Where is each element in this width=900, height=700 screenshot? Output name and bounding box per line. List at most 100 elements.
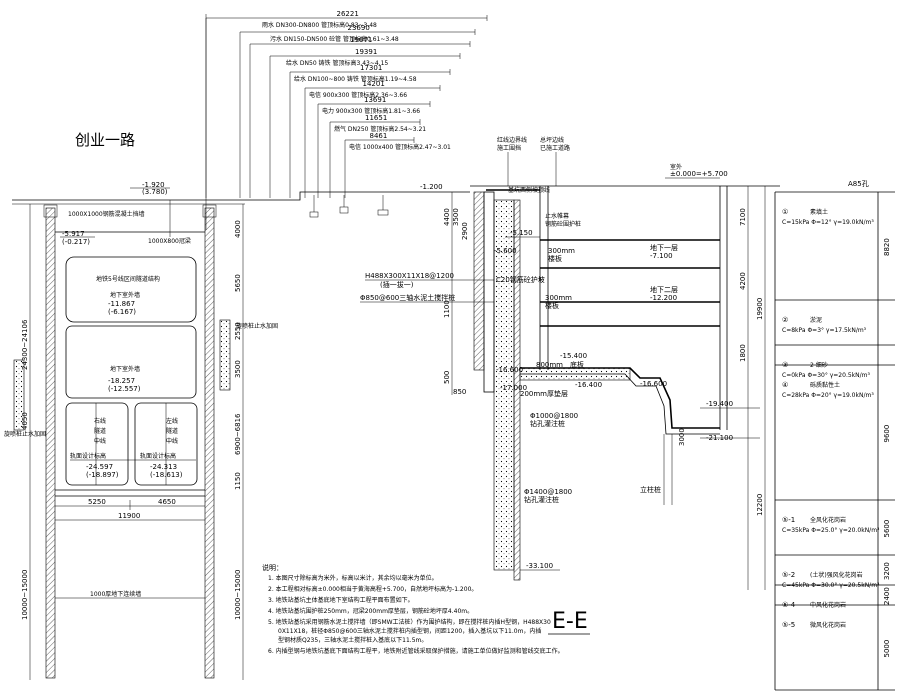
soil-layer-name: 微风化花岗岩 <box>810 621 846 629</box>
rdim-2: 4200 <box>739 272 747 290</box>
top-slope-label: 基坑西侧坡顶线 <box>508 186 550 194</box>
dim-4650: 4650 <box>158 498 176 506</box>
pipe-dim: 17301 <box>360 64 382 72</box>
soil-header: A85孔 <box>848 180 869 188</box>
rdim-3: 19900 <box>756 298 764 320</box>
soil-layer-params: C=15kPa Φ=12° γ=19.0kN/m³ <box>782 219 874 226</box>
soil-layer-thickness: 8820 <box>883 238 891 256</box>
vdim-mid-3: 2550 <box>234 322 242 340</box>
excavation-section: 红线边界线 施工围挡 总坪边线 已施工道路 -1.200 室外 ±0.000=+… <box>245 136 780 635</box>
pipe-dim: 26221 <box>337 10 359 18</box>
elev-e-paren: (-18.613) <box>150 471 183 479</box>
jet-grout-left <box>13 359 25 431</box>
elev-b: -11.867 <box>108 300 135 308</box>
elev-c: -18.257 <box>108 377 135 385</box>
slab-1b: 楼板 <box>548 254 562 263</box>
rdim-1: 7100 <box>739 208 747 226</box>
note-line: 3. 地铁站基坑主体基底地下室结构工程平面布置如下。 <box>268 596 414 604</box>
mix-label: Φ850@600三轴水泥土搅拌桩 <box>360 293 455 302</box>
pipe-label: 电力 900x300 管顶标高1.81~3.66 <box>322 107 420 115</box>
elev-16400: -16.400 <box>575 381 602 389</box>
note-line: 型钢材质Q235，三轴水泥土搅拌桩入基底以下11.5m。 <box>278 636 427 644</box>
elev-d: -24.597 <box>86 463 113 471</box>
slab-2: 300mm <box>545 294 572 302</box>
pile-1: Φ1000@1800 <box>530 412 578 420</box>
note-line: 2. 本工程相对标高±0.000相当于黄海高程+5.700，自然地坪标高为-1.… <box>268 585 477 593</box>
dim-5250: 5250 <box>88 498 106 506</box>
ground-elev: -1.200 <box>420 183 443 191</box>
elev-33100: -33.100 <box>526 562 553 570</box>
soil-layer-params: C=35kPa Φ=25.0° γ=20.0kN/m³ <box>782 527 880 534</box>
top-label-2: 总坪边线 <box>540 136 564 144</box>
level-2: 地下二层 <box>650 285 678 294</box>
soil-layer-name: 全风化花岗岩 <box>810 516 846 524</box>
soil-layer-thickness: 9600 <box>883 425 891 443</box>
elev-d-paren: (-18.897) <box>86 471 119 479</box>
elev-16600b: -16.600 <box>640 380 667 388</box>
vdim-mid-1: 4000 <box>234 220 242 238</box>
soil-layer-thickness: 5000 <box>883 640 891 658</box>
note-line: 4. 地铁站基坑围护桩250mm，冠梁200mm厚垫层，钢筋砼地坪厚4.40m。 <box>268 607 473 615</box>
soil-layer-no: ① <box>782 208 788 216</box>
soil-layer-no: ⑤-1 <box>782 516 795 524</box>
zero-label: 室外 <box>670 163 682 171</box>
cushion-label: 200mm厚垫层 <box>520 389 568 398</box>
metro-room-label: 地铁5号线区间隧道结构 <box>96 275 160 283</box>
soil-layer-no: ④ <box>782 381 788 389</box>
top-label-2b: 已施工道路 <box>540 144 570 152</box>
floor2-label: 地下室外墙 <box>110 365 140 373</box>
cdim-4: 1100 <box>443 300 451 318</box>
pipe-dim: 23690 <box>348 24 370 32</box>
vdim-mid-4: 3500 <box>234 360 242 378</box>
rail-left: 轨面设计标高 <box>70 452 106 460</box>
retaining-wall-label: 1000X1000钢筋混凝土挡墙 <box>68 210 145 218</box>
beam-label: 1000X800冠梁 <box>148 237 191 245</box>
soil-layer-name: 素填土 <box>810 208 828 216</box>
soldier-pile <box>513 199 521 581</box>
soil-layer-no: ⑤-5 <box>782 621 795 629</box>
pile-2: Φ1400@1800 <box>524 488 572 496</box>
track-left-1: 右线 <box>94 417 106 425</box>
soil-layer-name: 砾质黏性土 <box>810 381 840 389</box>
soil-layer-name: 2 细砂 <box>810 361 828 369</box>
soil-layer-params: C=8kPa Φ=3° γ=17.5kN/m³ <box>782 327 867 334</box>
dim-11900: 11900 <box>118 512 140 520</box>
side-label-right: 旋喷桩止水加固 <box>236 322 278 330</box>
inner-label: 止水帷幕 <box>545 212 569 220</box>
right-diaphragm-wall <box>204 207 215 679</box>
pipe-label: 燃气 DN250 管顶标高2.54~3.21 <box>334 125 426 133</box>
elev-16600: -16.600 <box>496 366 523 374</box>
top-label-1b: 施工围挡 <box>497 144 521 152</box>
deep-wall-label: 1000厚地下连续墙 <box>90 590 141 598</box>
slab-2b: 楼板 <box>545 301 559 310</box>
pile-1b: 钻孔灌注桩 <box>530 419 565 428</box>
pile-2b: 钻孔灌注桩 <box>524 495 559 504</box>
notes-heading: 说明： <box>262 563 283 572</box>
elev-5150: -5.150 <box>510 229 533 237</box>
pipe-dim: 8461 <box>370 132 388 140</box>
soil-layer-params: C=0kPa Φ=30° γ=20.5kN/m³ <box>782 372 871 379</box>
elev-7100: -7.100 <box>650 252 673 260</box>
elev-19400: -19.400 <box>706 400 733 408</box>
column-pile-label: 立柱桩 <box>640 485 661 494</box>
note-line: 1. 本图尺寸除标高为米外，标高以米计，其余均以毫米为单位。 <box>268 574 438 582</box>
vdim-mid-7: 10000~15000 <box>234 570 242 620</box>
notes-block: 说明： 1. 本图尺寸除标高为米外，标高以米计，其余均以毫米为单位。 2. 本工程… <box>262 563 564 655</box>
vdim-mid-6: 1150 <box>234 472 242 490</box>
elev-a: -5.917 <box>62 230 85 238</box>
inner-label2: 钢筋砼围护桩 <box>545 220 581 228</box>
elev-e: -24.313 <box>150 463 177 471</box>
pipe-dim: 19671 <box>350 36 372 44</box>
vdim-mid-2: 5650 <box>234 274 242 292</box>
elev-5600: -5.600 <box>494 247 517 255</box>
rdim-4: 1800 <box>739 344 747 362</box>
rdim-6: 3000 <box>678 428 686 446</box>
pipe-label: 污水 DN150-DN500 砼管 管顶标高0.61~3.48 <box>270 35 399 43</box>
track-left-3: 中线 <box>94 437 106 445</box>
rdim-5: 12200 <box>756 494 764 516</box>
pipe-dim: 19391 <box>355 48 377 56</box>
elev-15400: -15.400 <box>560 352 587 360</box>
section-title: E-E <box>552 609 588 634</box>
elev-c-paren: (-12.557) <box>108 385 141 393</box>
